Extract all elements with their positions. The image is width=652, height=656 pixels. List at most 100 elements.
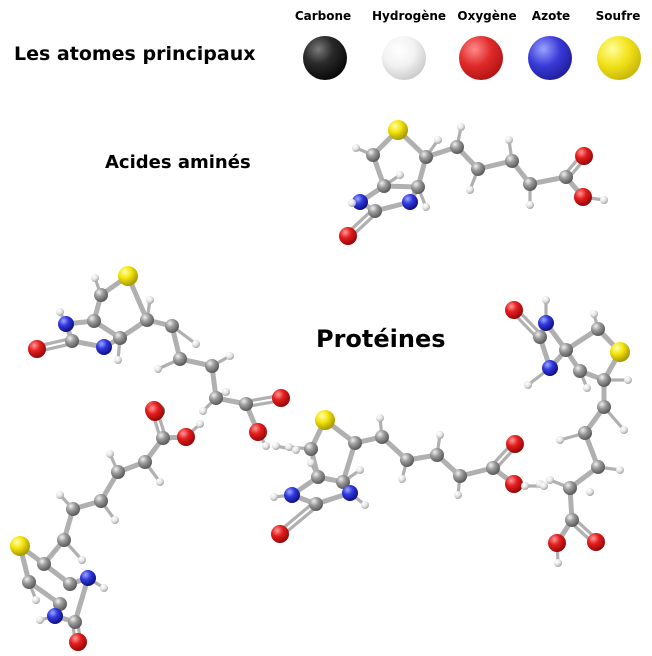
hydrogen-atom xyxy=(78,556,86,564)
carbon-atom xyxy=(563,481,577,495)
hydrogen-atom xyxy=(356,466,364,474)
oxygen-atom xyxy=(587,533,605,551)
carbon-atom xyxy=(578,426,592,440)
carbon-atom xyxy=(68,615,82,629)
carbon-atom xyxy=(65,334,79,348)
hydrogen-atom xyxy=(196,420,204,428)
carbon-atom xyxy=(573,364,587,378)
nitrogen-atom xyxy=(342,485,358,501)
carbon-atom xyxy=(138,455,152,469)
carbon-atom xyxy=(450,140,464,154)
nitrogen-atom xyxy=(80,570,96,586)
hydrogen-atom xyxy=(361,501,369,509)
oxygen-atom xyxy=(506,435,524,453)
oxygen-atom xyxy=(28,340,46,358)
hydrogen-atom xyxy=(192,340,200,348)
carbon-atom xyxy=(53,597,67,611)
carbon-atom xyxy=(309,497,323,511)
sulfur-atom xyxy=(388,120,408,140)
amino-acids-label: Acides aminés xyxy=(105,152,251,173)
hydrogen-atom xyxy=(540,482,548,490)
carbon-sphere-icon xyxy=(303,36,347,80)
carbon-atom xyxy=(453,469,467,483)
hydrogen-atom xyxy=(199,407,207,415)
hydrogen-sphere-icon xyxy=(382,36,426,80)
carbon-atom xyxy=(559,343,573,357)
oxygen-atom xyxy=(272,389,290,407)
carbon-atom xyxy=(173,352,187,366)
nitrogen-sphere-icon xyxy=(528,36,572,80)
oxygen-atom xyxy=(249,423,267,441)
oxygen-sphere-icon xyxy=(459,36,503,80)
hydrogen-atom xyxy=(616,466,624,474)
carbon-atom xyxy=(565,513,579,527)
hydrogen-atom xyxy=(398,475,406,483)
carbon-atom xyxy=(94,288,108,302)
carbon-atom xyxy=(37,557,51,571)
legend-label-sulfur: Soufre xyxy=(595,9,641,23)
carbon-atom xyxy=(239,397,253,411)
carbon-atom xyxy=(87,314,101,328)
hydrogen-atom xyxy=(114,356,122,364)
carbon-atom xyxy=(63,577,77,591)
hydrogen-atom xyxy=(91,274,99,282)
carbon-atom xyxy=(111,465,125,479)
carbon-atom xyxy=(94,494,108,508)
hydrogen-atom xyxy=(262,442,270,450)
hydrogen-atom xyxy=(292,446,300,454)
carbon-atom xyxy=(140,313,154,327)
carbon-atom xyxy=(375,430,389,444)
carbon-atom xyxy=(156,431,170,445)
hydrogen-atom xyxy=(285,443,293,451)
hydrogen-atom xyxy=(554,559,562,567)
hydrogen-atom xyxy=(56,308,64,316)
oxygen-atom xyxy=(271,525,289,543)
nitrogen-atom xyxy=(284,487,300,503)
nitrogen-atom xyxy=(47,608,63,624)
hydrogen-atom xyxy=(590,310,598,318)
nitrogen-atom xyxy=(58,316,74,332)
oxygen-atom xyxy=(339,227,357,245)
hydrogen-atom xyxy=(111,516,119,524)
hydrogen-atom xyxy=(600,196,608,204)
hydrogen-atom xyxy=(583,384,591,392)
hydrogen-atom xyxy=(352,144,360,152)
hydrogen-atom xyxy=(36,616,44,624)
carbon-atom xyxy=(597,400,611,414)
carbon-atom xyxy=(311,470,325,484)
hydrogen-atom xyxy=(222,388,230,396)
hydrogen-atom xyxy=(156,478,164,486)
hydrogen-atom xyxy=(521,482,529,490)
atoms-layer xyxy=(10,120,632,651)
carbon-atom xyxy=(559,170,573,184)
carbon-atom xyxy=(348,436,362,450)
carbon-atom xyxy=(486,461,500,475)
carbon-atom xyxy=(57,533,71,547)
hydrogen-atom xyxy=(106,450,114,458)
carbon-atom xyxy=(205,359,219,373)
carbon-atom xyxy=(368,204,382,218)
oxygen-atom xyxy=(146,403,164,421)
oxygen-atom xyxy=(177,428,195,446)
carbon-atom xyxy=(336,475,350,489)
hydrogen-atom xyxy=(270,493,278,501)
hydrogen-atom xyxy=(32,596,40,604)
hydrogen-atom xyxy=(466,186,474,194)
bonds-layer xyxy=(17,125,630,644)
sulfur-atom xyxy=(610,342,630,362)
carbon-atom xyxy=(304,442,318,456)
oxygen-atom xyxy=(505,475,523,493)
hydrogen-atom xyxy=(307,459,315,467)
carbon-atom xyxy=(430,448,444,462)
legend-label-carbon: Carbone xyxy=(294,9,352,23)
legend-label-nitrogen: Azote xyxy=(531,9,571,23)
hydrogen-atom xyxy=(396,171,404,179)
hydrogen-atom xyxy=(546,476,554,484)
hydrogen-atom xyxy=(56,491,64,499)
hydrogen-atom xyxy=(620,426,628,434)
carbon-atom xyxy=(411,180,425,194)
hydrogen-atom xyxy=(586,488,594,496)
hydrogen-atom xyxy=(457,123,465,131)
carbon-atom xyxy=(66,502,80,516)
carbon-atom xyxy=(505,154,519,168)
